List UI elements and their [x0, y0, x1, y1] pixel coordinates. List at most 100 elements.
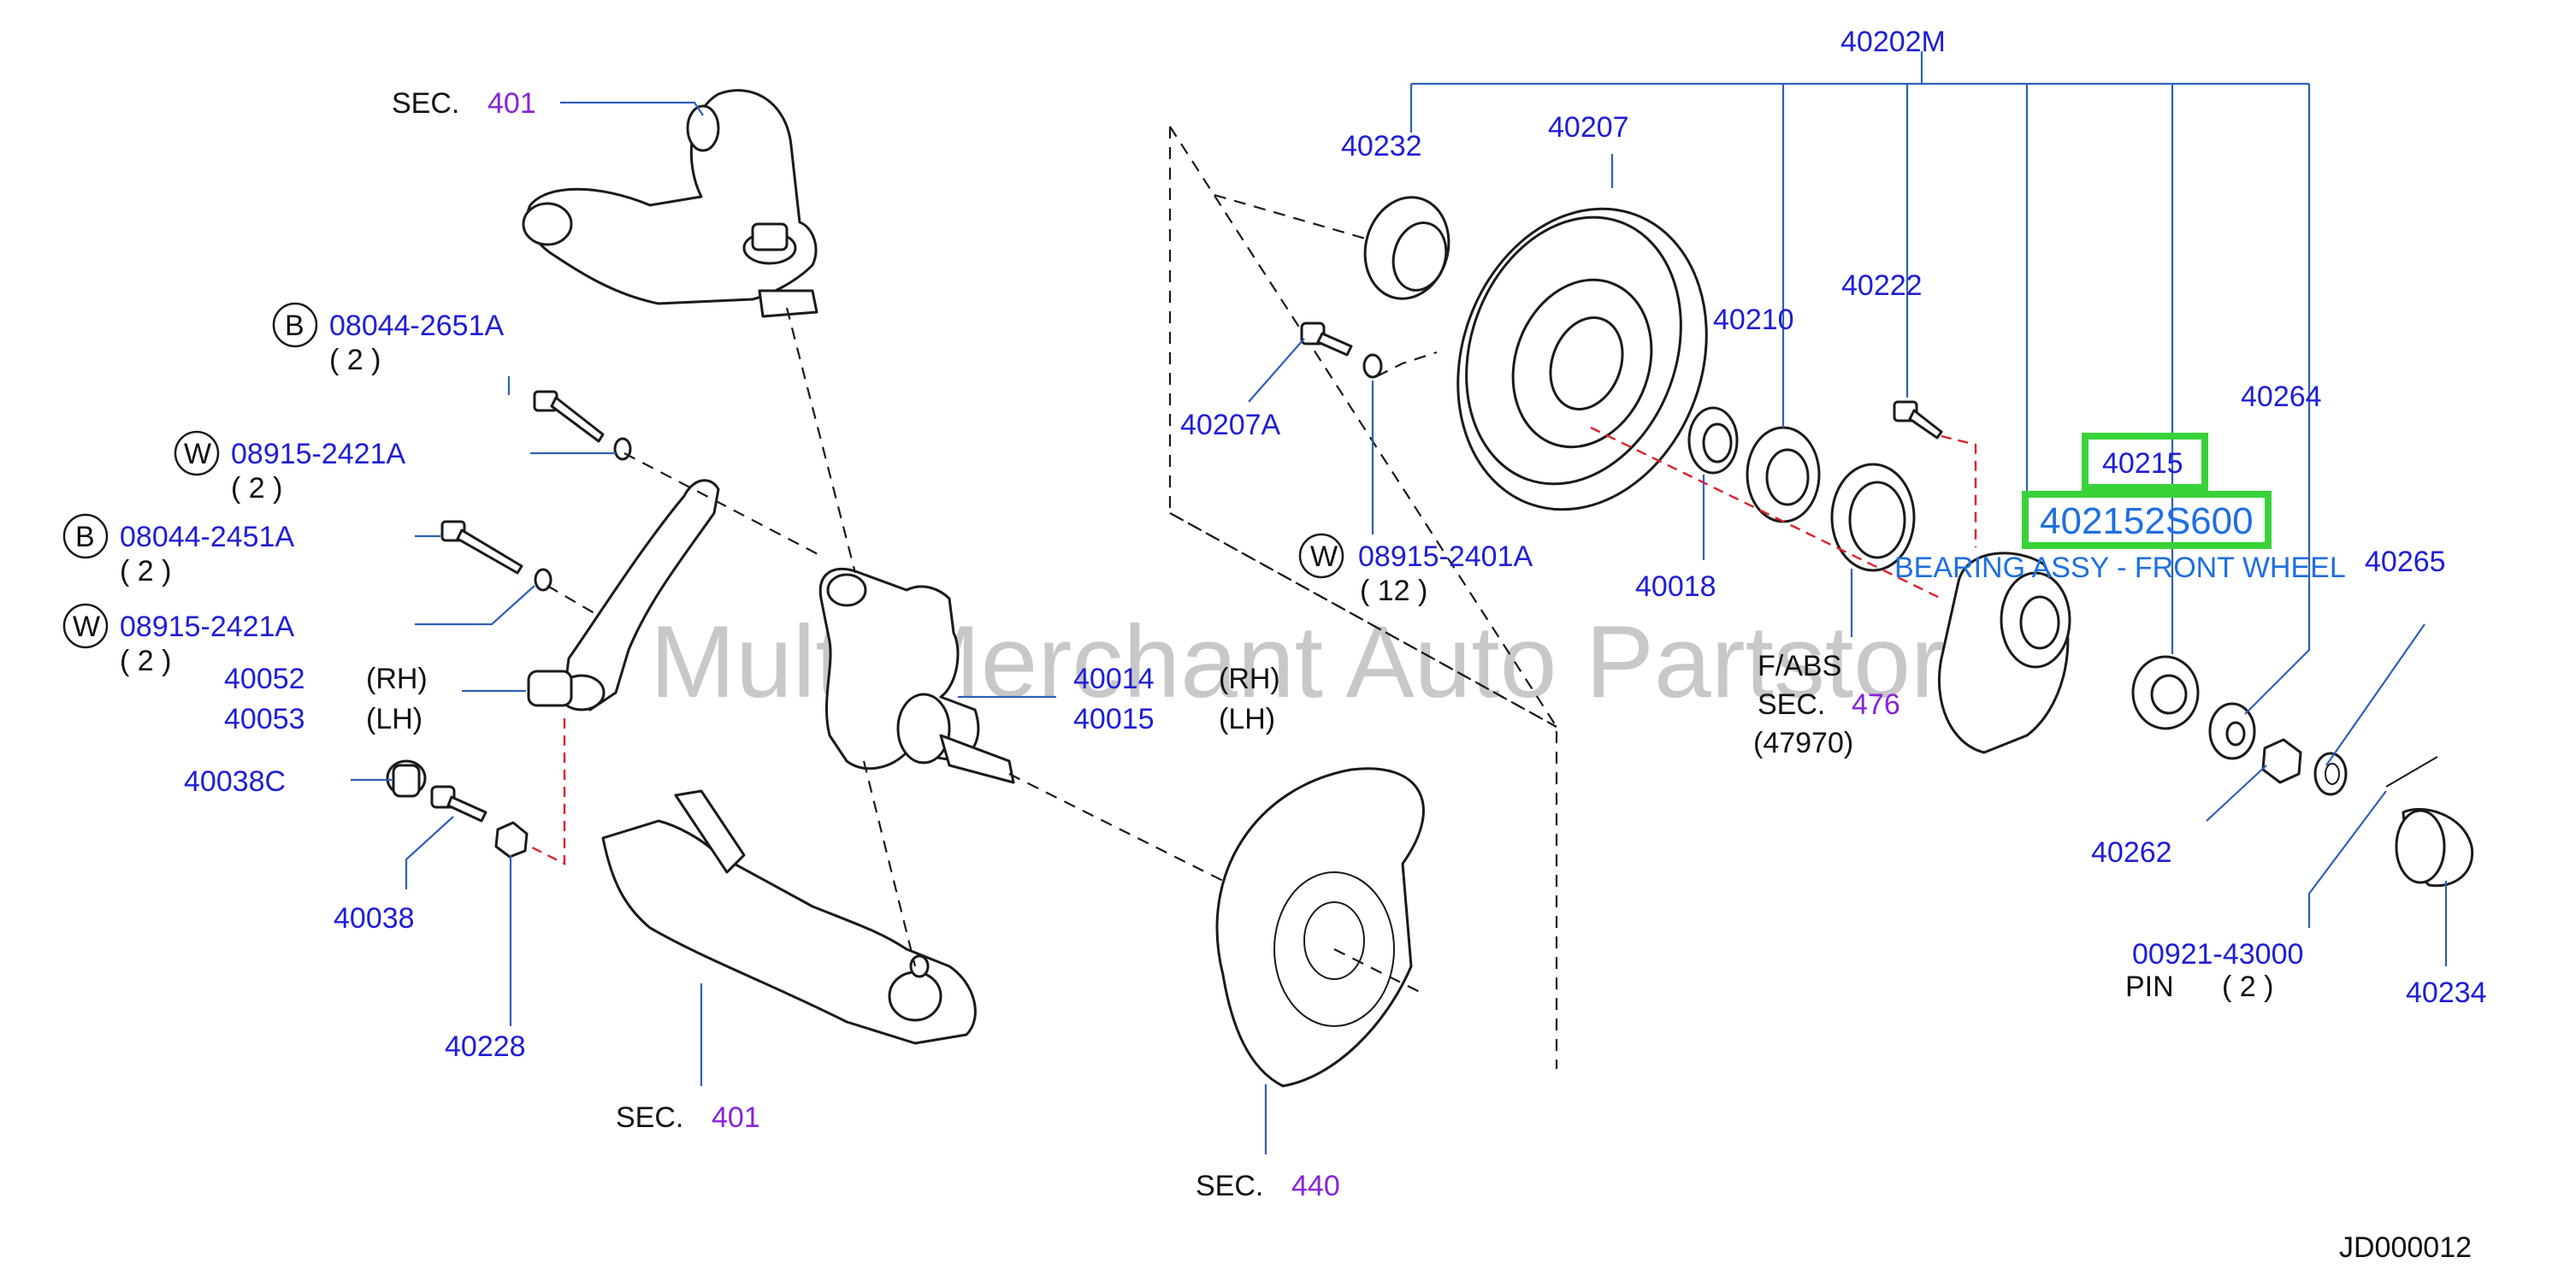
bearing-cup-40210: [1746, 426, 1821, 523]
label-08915-2401A-qty: ( 12 ): [1360, 575, 1427, 607]
label-08915-2421A-1-qty: ( 2 ): [231, 472, 282, 505]
label-08915-2421A-1[interactable]: 08915-2421A: [231, 438, 406, 470]
label-sec-476-prefix: SEC.: [1758, 688, 1825, 721]
red-dash-bolt: [529, 718, 566, 865]
label-sec-401-top-prefix: SEC.: [392, 87, 459, 120]
circle-w-letter: W: [1310, 540, 1338, 573]
label-00921-43000[interactable]: 00921-43000: [2132, 938, 2303, 971]
nut-40262: [2261, 738, 2302, 784]
label-08915-2401A[interactable]: 08915-2401A: [1358, 540, 1533, 573]
label-sec-401-top[interactable]: 401: [487, 87, 536, 120]
bolt-dash-1: [623, 452, 822, 557]
label-pin-qty: ( 2 ): [2222, 971, 2273, 1003]
label-40052[interactable]: 40052: [224, 663, 305, 695]
grease-seal: [1363, 196, 1450, 300]
label-sec-476[interactable]: 476: [1852, 688, 1900, 721]
outer-bearing-40215: [2131, 655, 2200, 730]
brake-rotor: [1456, 207, 1708, 511]
nut-40228: [494, 821, 529, 859]
washer-circle-icon: [174, 430, 220, 476]
label-40207A[interactable]: 40207A: [1180, 409, 1281, 441]
upper-control-arm: [522, 89, 818, 318]
label-40234[interactable]: 40234: [2406, 977, 2487, 1009]
label-sec-440-prefix: SEC.: [1196, 1170, 1263, 1202]
steering-knuckle: [818, 567, 1015, 784]
label-08044-2451A-qty: ( 2 ): [120, 555, 171, 587]
spindle-dash: [1008, 773, 1224, 882]
lock-cap-40265: [2313, 752, 2348, 796]
label-40207[interactable]: 40207: [1548, 111, 1629, 144]
label-40265[interactable]: 40265: [2365, 546, 2446, 578]
label-40202M[interactable]: 40202M: [1840, 26, 1946, 58]
abs-tone-ring: [1830, 463, 1916, 572]
label-40232[interactable]: 40232: [1341, 130, 1422, 162]
balljoint-dash-upper: [785, 307, 857, 574]
highlight-40215: [2082, 433, 2208, 491]
wheel-hub: [1937, 552, 2071, 754]
label-40038[interactable]: 40038: [334, 902, 415, 935]
circle-w-letter-2: W: [73, 611, 100, 643]
leader-40262: [2206, 764, 2267, 822]
leader-40038: [405, 816, 454, 889]
bolt-circle-icon: [62, 513, 109, 559]
rotor-bolt-dash: [1376, 351, 1438, 377]
label-fabs: F/ABS: [1758, 650, 1841, 682]
red-dash-hub: [1590, 426, 1942, 600]
diagram-id: JD000012: [2339, 1231, 2472, 1264]
label-47970[interactable]: (47970): [1753, 727, 1853, 759]
label-40053[interactable]: 40053: [224, 703, 305, 735]
washer-circle-icon: [62, 603, 109, 649]
seal-dash: [1214, 193, 1369, 241]
bolt-08044-2451A: [440, 520, 523, 575]
label-40014[interactable]: 40014: [1073, 663, 1155, 695]
label-40014-side: (RH): [1219, 663, 1280, 695]
label-40018[interactable]: 40018: [1635, 570, 1716, 603]
label-08044-2651A[interactable]: 08044-2651A: [329, 310, 505, 342]
washer-40264: [2208, 702, 2256, 760]
label-sec-401-bottom[interactable]: 401: [712, 1101, 760, 1134]
bolt-40207A: [1300, 322, 1353, 357]
label-pin: PIN: [2125, 971, 2174, 1003]
highlight-402152S600: [2022, 491, 2272, 549]
leader-sec-401-top: [560, 101, 704, 116]
bolt-dash-2: [547, 585, 600, 617]
shield-dash: [1333, 948, 1421, 993]
circle-b-letter-2: B: [75, 521, 95, 553]
cotter-pin: [2385, 756, 2438, 788]
label-402152S600[interactable]: 402152S600: [2040, 500, 2254, 542]
label-40215[interactable]: 40215: [2102, 447, 2183, 480]
bolt-40038: [430, 785, 487, 823]
lower-control-arm: [601, 789, 977, 1045]
label-08915-2421A-2[interactable]: 08915-2421A: [120, 611, 295, 643]
label-40210[interactable]: 40210: [1713, 304, 1794, 336]
label-08044-2451A[interactable]: 08044-2451A: [120, 521, 295, 553]
label-08044-2651A-qty: ( 2 ): [329, 344, 381, 376]
washer-08915-2401A: [1362, 353, 1383, 379]
red-dash-stud: [1941, 434, 1977, 547]
leader-40264: [2244, 84, 2311, 715]
label-40228[interactable]: 40228: [445, 1030, 526, 1063]
washer-08915-2421A-lower: [534, 568, 552, 592]
label-40015[interactable]: 40015: [1073, 703, 1155, 735]
bolt-circle-icon: [272, 302, 318, 348]
dust-shield: [1215, 767, 1425, 1088]
label-40264[interactable]: 40264: [2241, 381, 2322, 413]
balljoint-dash-lower: [862, 760, 917, 967]
label-40015-side: (LH): [1219, 703, 1275, 735]
inner-bearing-40018: [1687, 406, 1739, 475]
label-40222[interactable]: 40222: [1841, 269, 1923, 302]
circle-w-letter-1: W: [184, 438, 211, 470]
washer-circle-icon: [1298, 533, 1344, 579]
label-sec-440[interactable]: 440: [1291, 1170, 1340, 1202]
label-40052-side: (RH): [366, 663, 428, 695]
leader-40207A: [1248, 338, 1305, 403]
leader-08915-2421A-2: [415, 585, 535, 626]
circle-b-letter-1: B: [285, 310, 304, 342]
bushing-40038C: [386, 759, 427, 798]
leader-00921: [2307, 790, 2387, 928]
hub-cap-40234: [2395, 807, 2474, 888]
label-bearing-desc: BEARING ASSY - FRONT WHEEL: [1894, 552, 2346, 584]
label-40262[interactable]: 40262: [2091, 836, 2172, 869]
label-40038C[interactable]: 40038C: [184, 765, 286, 798]
